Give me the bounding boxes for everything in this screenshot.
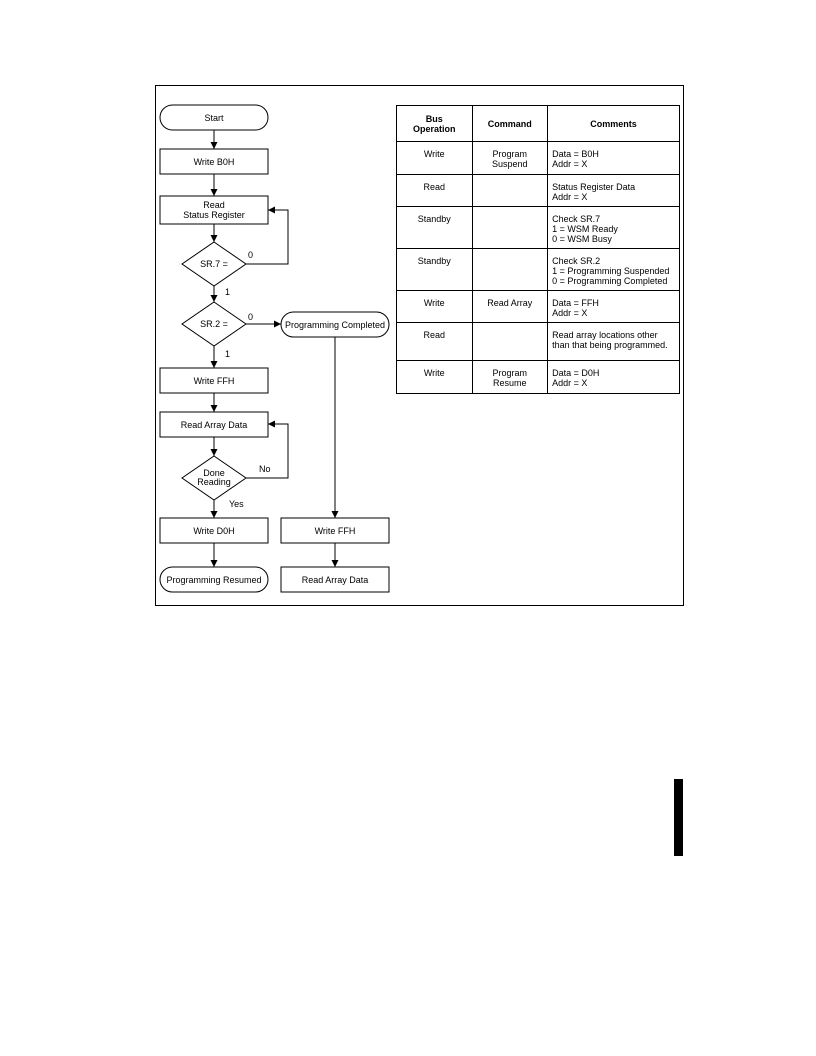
done-reading-label-1: Done: [203, 468, 225, 478]
sr2-zero-label: 0: [248, 312, 253, 322]
cell-bus-operation: Read: [396, 174, 473, 207]
header-bus-operation: Bus Operation: [396, 105, 473, 142]
figure-frame: [155, 85, 684, 606]
cell-bus-operation: Write: [396, 360, 473, 394]
write-ffh-right-box: [280, 517, 390, 544]
read-array-data-right-box: [280, 566, 390, 593]
cell-command: [471, 322, 549, 361]
read-status-label-1: Read: [203, 200, 225, 210]
cell-comments-line: Addr = X: [552, 308, 588, 318]
no-label: No: [259, 464, 271, 474]
cell-command-line: Program: [492, 368, 528, 378]
cell-comments-line: Status Register Data: [552, 182, 636, 192]
programming-completed-label: Programming Completed: [285, 320, 385, 330]
yes-label: Yes: [229, 499, 244, 509]
header-bus-line-2: Operation: [413, 123, 456, 134]
cell-comments-line: Addr = X: [552, 192, 588, 202]
cell-command-line: Resume: [493, 378, 527, 388]
cell-comments-line: Addr = X: [552, 159, 588, 169]
cell-comments-line: Data = B0H: [552, 149, 599, 159]
write-ffh-box: [159, 367, 269, 394]
sr7-label: SR.7 =: [200, 259, 228, 269]
cell-bus-operation: Write: [396, 290, 473, 323]
cell-comments-line: 1 = WSM Ready: [552, 224, 618, 234]
cell-command: [471, 174, 549, 207]
cell-bus-operation: Write: [396, 141, 473, 175]
cell-bus-operation: Standby: [396, 206, 473, 249]
cell-command: [471, 206, 549, 249]
start-label: Start: [204, 113, 224, 123]
write-b0h-box: [159, 148, 269, 175]
header-comments: Comments: [547, 105, 680, 142]
cell-command-line: Read Array: [487, 298, 533, 308]
cell-comments-line: Read array locations other: [552, 330, 658, 340]
cell-command-line: Suspend: [492, 159, 528, 169]
edge-sr7-zero-loop: [246, 206, 289, 265]
cell-bus-operation: Standby: [396, 248, 473, 291]
cell-comments-line: Data = D0H: [552, 368, 600, 378]
cell-comments-line: than that being programmed.: [552, 340, 668, 350]
cell-command-line: Program: [492, 149, 528, 159]
page-edge-marker: [674, 779, 683, 856]
read-array-data-label: Read Array Data: [181, 420, 248, 430]
cell-comments-line: 0 = WSM Busy: [552, 234, 612, 244]
edge-done-no-loop: [246, 420, 289, 479]
write-ffh-label: Write FFH: [194, 376, 235, 386]
header-command: Command: [471, 105, 549, 142]
write-b0h-label: Write B0H: [194, 157, 235, 167]
sr2-one-label: 1: [225, 349, 230, 359]
sr7-zero-label: 0: [248, 250, 253, 260]
cell-comments-line: Check SR.2: [552, 256, 601, 266]
sr2-label: SR.2 =: [200, 319, 228, 329]
cell-comments-line: Check SR.7: [552, 214, 601, 224]
cell-comments-line: 1 = Programming Suspended: [552, 266, 670, 276]
programming-resumed-label: Programming Resumed: [166, 575, 261, 585]
cell-bus-operation: Read: [396, 322, 473, 361]
cell-command: [471, 248, 549, 291]
cell-comments-line: Addr = X: [552, 378, 588, 388]
write-ffh-right-label: Write FFH: [315, 526, 356, 536]
cell-comments-line: 0 = Programming Completed: [552, 276, 668, 286]
write-d0h-label: Write D0H: [193, 526, 234, 536]
read-status-label-2: Status Register: [183, 210, 245, 220]
read-array-data-box: [159, 411, 269, 438]
cell-command: Read Array: [471, 290, 549, 323]
sr7-one-label: 1: [225, 287, 230, 297]
header-bus-line-1: Bus: [425, 113, 443, 124]
done-reading-label-2: Reading: [197, 477, 231, 487]
cell-comments-line: Data = FFH: [552, 298, 599, 308]
table-header-row: Bus Operation Command Comments: [396, 105, 680, 142]
read-array-data-right-label: Read Array Data: [302, 575, 369, 585]
